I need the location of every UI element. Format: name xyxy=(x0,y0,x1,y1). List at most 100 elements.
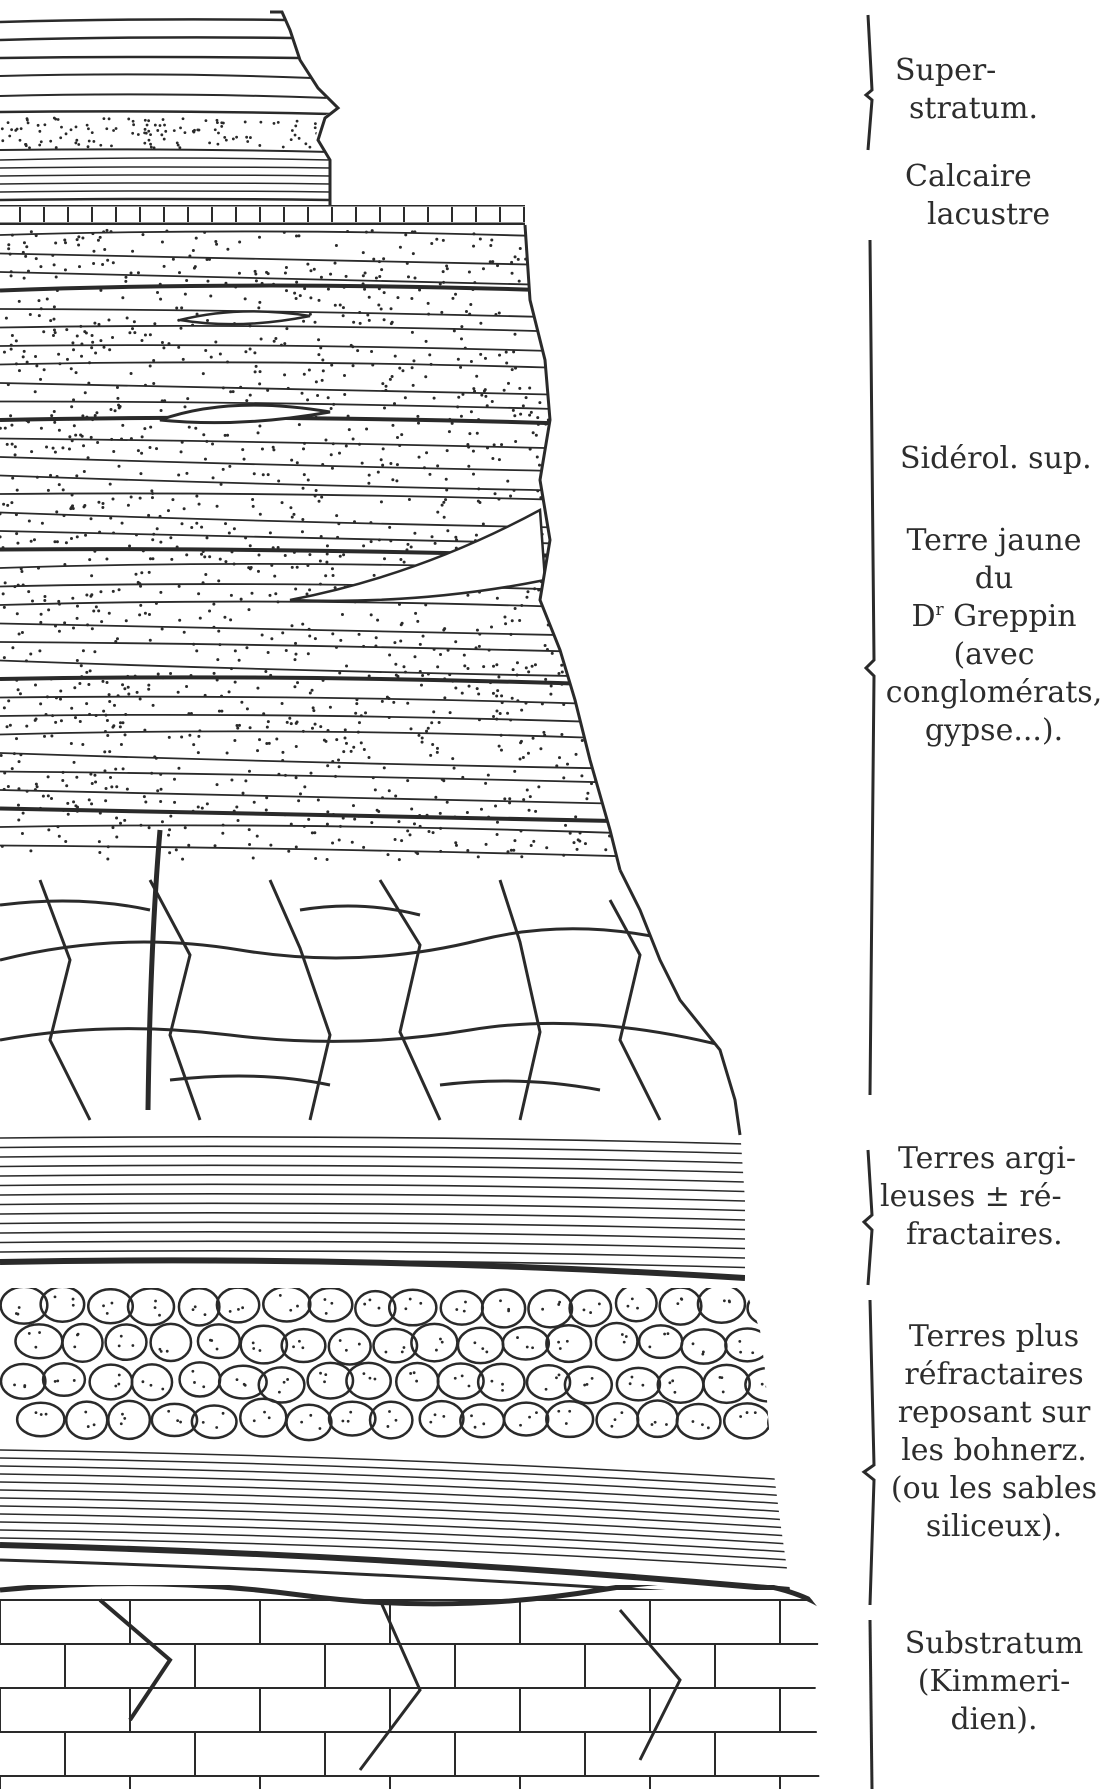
sand-dot xyxy=(119,822,122,825)
sand-dot xyxy=(115,127,118,130)
sand-dot xyxy=(600,767,603,770)
sand-dot xyxy=(309,1414,312,1417)
sand-dot xyxy=(65,328,68,331)
sand-dot xyxy=(549,384,552,387)
sand-dot xyxy=(472,473,475,476)
sand-dot xyxy=(124,276,127,279)
sand-dot xyxy=(150,1384,153,1387)
sand-dot xyxy=(29,313,32,316)
sand-dot xyxy=(438,721,441,724)
sand-dot xyxy=(426,814,429,817)
sand-dot xyxy=(76,605,79,608)
sand-dot xyxy=(475,375,478,378)
sand-dot xyxy=(76,810,79,813)
sand-dot xyxy=(147,688,150,691)
sand-dot xyxy=(102,230,105,233)
sand-dot xyxy=(291,516,294,519)
sand-dot xyxy=(3,788,6,791)
sand-dot xyxy=(153,322,156,325)
sand-dot xyxy=(198,503,201,506)
sand-dot xyxy=(590,782,593,785)
sand-dot xyxy=(226,751,229,754)
sand-dot xyxy=(611,238,614,241)
sand-dot xyxy=(295,722,298,725)
sand-dot xyxy=(550,247,553,250)
sand-dot xyxy=(402,665,405,668)
sand-dot xyxy=(329,273,332,276)
sand-dot xyxy=(529,795,532,798)
sand-dot xyxy=(131,132,134,135)
sand-dot xyxy=(10,344,13,347)
sand-dot xyxy=(439,850,442,853)
sand-dot xyxy=(155,447,158,450)
sand-dot xyxy=(380,500,383,503)
sand-dot xyxy=(477,418,480,421)
sand-dot xyxy=(406,543,409,546)
sand-dot xyxy=(511,272,514,275)
sand-dot xyxy=(618,675,621,678)
sand-dot xyxy=(38,130,41,133)
sand-dot xyxy=(332,574,335,577)
sand-dot xyxy=(566,1340,569,1343)
sand-dot xyxy=(7,247,10,250)
sand-dot xyxy=(10,128,13,131)
sand-dot xyxy=(111,726,114,729)
sand-dot xyxy=(391,478,394,481)
sand-dot xyxy=(198,729,201,732)
sand-dot xyxy=(514,367,517,370)
sand-dot xyxy=(10,424,13,427)
sand-dot xyxy=(228,690,231,693)
sand-dot xyxy=(443,516,446,519)
sand-dot xyxy=(90,593,93,596)
sand-dot xyxy=(442,1415,445,1418)
sand-dot xyxy=(240,701,243,704)
sand-dot xyxy=(229,618,232,621)
sand-dot xyxy=(195,649,198,652)
sand-dot xyxy=(561,353,564,356)
sand-dot xyxy=(388,1410,391,1413)
sand-dot xyxy=(15,513,18,516)
sand-dot xyxy=(54,1380,57,1383)
sand-dot xyxy=(454,686,457,689)
sand-dot xyxy=(75,776,78,779)
sand-dot xyxy=(150,146,153,149)
sand-dot xyxy=(422,635,425,638)
sand-dot xyxy=(442,501,445,504)
sand-dot xyxy=(388,789,391,792)
sand-dot xyxy=(97,239,100,242)
sand-dot xyxy=(249,726,252,729)
sand-dot xyxy=(296,461,299,464)
sand-dot xyxy=(501,1389,504,1392)
sand-dot xyxy=(17,1313,20,1316)
sand-dot xyxy=(550,684,553,687)
sand-dot xyxy=(139,604,142,607)
sand-dot xyxy=(17,688,20,691)
sand-dot xyxy=(137,271,140,274)
sand-dot xyxy=(290,823,293,826)
sand-dot xyxy=(112,498,115,501)
sand-dot xyxy=(192,743,195,746)
sand-dot xyxy=(331,567,334,570)
clay-nodule xyxy=(616,1285,657,1321)
sand-dot xyxy=(162,118,165,121)
sand-dot xyxy=(286,1378,289,1381)
sand-dot xyxy=(290,138,293,141)
sand-dot xyxy=(112,450,115,453)
label-siderol: Sidérol. sup. xyxy=(900,440,1092,478)
sand-dot xyxy=(204,694,207,697)
sand-dot xyxy=(124,733,127,736)
sand-dot xyxy=(233,527,236,530)
sand-dot xyxy=(16,612,19,615)
clay-nodule xyxy=(768,1406,812,1439)
sand-dot xyxy=(50,797,53,800)
sand-dot xyxy=(100,620,103,623)
clay-lamination xyxy=(0,1251,745,1258)
bedding-line xyxy=(0,825,640,833)
sand-dot xyxy=(106,734,109,737)
sand-dot xyxy=(304,142,307,145)
sand-dot xyxy=(573,260,576,263)
sand-dot xyxy=(330,407,333,410)
sand-dot xyxy=(102,710,105,713)
sand-dot xyxy=(751,1351,754,1354)
sand-dot xyxy=(241,448,244,451)
